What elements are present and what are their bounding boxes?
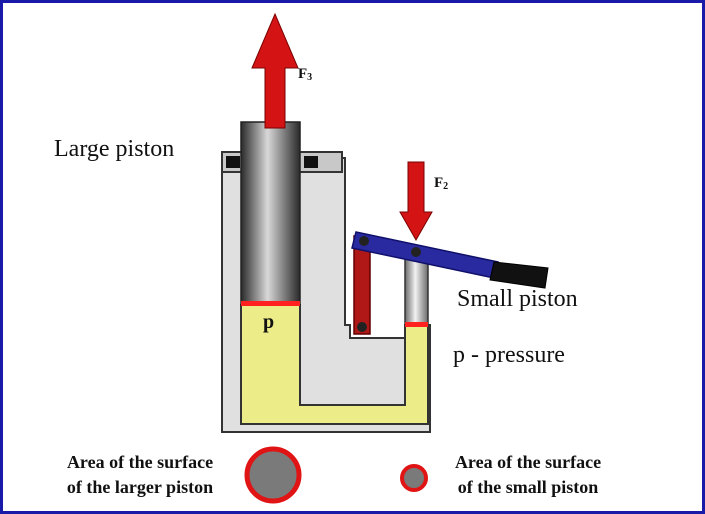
small-area-line-2: of the small piston	[457, 477, 599, 497]
large-area-line-2: of the larger piston	[66, 477, 214, 497]
lever-fulcrum-pivot	[359, 236, 369, 246]
force-arrow-f2	[399, 161, 433, 242]
pressure-legend-label: p - pressure	[453, 342, 565, 368]
small-piston-label: Small piston	[457, 286, 578, 312]
lever-handle	[489, 261, 549, 289]
small-area-line-1: Area of the surface	[454, 452, 602, 472]
cap-left-seal	[226, 156, 240, 168]
large-piston-area-disc	[244, 446, 302, 504]
lever-support-lower-pivot	[357, 322, 367, 332]
small-piston-area-disc	[400, 464, 428, 492]
large-piston-label: Large piston	[54, 136, 175, 162]
large-piston-area-caption: Area of the surface of the larger piston	[36, 450, 244, 500]
cap-right-seal	[304, 156, 318, 168]
large-area-line-1: Area of the surface	[66, 452, 214, 472]
small-piston-area-caption: Area of the surface of the small piston	[428, 450, 628, 500]
large-piston-rod	[240, 121, 301, 306]
force-arrow-f3	[251, 12, 299, 129]
large-piston-face-pressure-line	[241, 301, 300, 306]
force-f3-label: F3	[298, 66, 313, 83]
pressure-symbol-label: p	[263, 311, 275, 333]
lever-piston-pivot	[411, 247, 421, 257]
force-f2-label: F2	[434, 175, 449, 192]
small-piston-rod	[404, 257, 429, 327]
small-piston-face-pressure-line	[405, 322, 428, 327]
